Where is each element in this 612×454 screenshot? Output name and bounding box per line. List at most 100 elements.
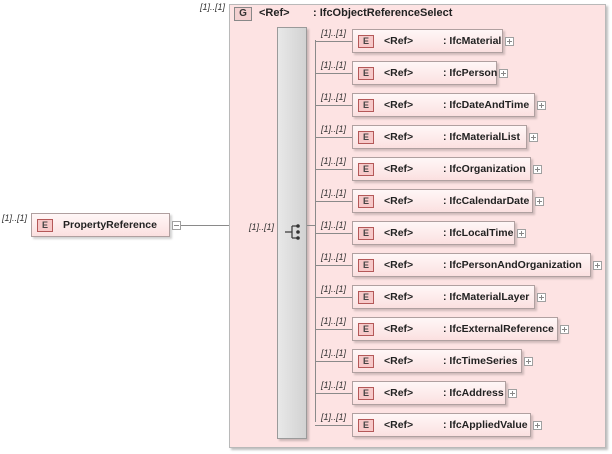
choice-icon (285, 224, 300, 240)
expand-icon[interactable] (593, 261, 602, 270)
branch-line (315, 233, 352, 234)
element-multiplicity: [1]..[1] (321, 220, 347, 230)
branch-line (315, 297, 352, 298)
branch-line (315, 41, 352, 42)
element-ref-label: <Ref> (384, 259, 414, 271)
element-badge-icon: E (358, 195, 374, 208)
element-ref-label: <Ref> (384, 387, 414, 399)
element-badge-icon: E (358, 387, 374, 400)
element-multiplicity: [1]..[1] (321, 60, 347, 70)
group-badge-icon: G (234, 7, 252, 21)
element-multiplicity: [1]..[1] (321, 124, 347, 134)
element-box[interactable]: E <Ref> : IfcExternalReference (352, 317, 558, 341)
expand-icon[interactable] (537, 101, 546, 110)
branch-line (315, 265, 352, 266)
element-type-label: : IfcMaterialList (443, 131, 521, 143)
element-multiplicity: [1]..[1] (321, 188, 347, 198)
root-element-property-reference[interactable]: E PropertyReference (31, 213, 170, 237)
group-type-label: : IfcObjectReferenceSelect (313, 7, 453, 19)
element-badge-icon: E (358, 163, 374, 176)
expand-icon[interactable] (529, 133, 538, 142)
element-ref-label: <Ref> (384, 323, 414, 335)
element-type-label: : IfcMaterial (443, 35, 502, 47)
branch-line (315, 393, 352, 394)
group-ref-label: <Ref> (259, 7, 290, 19)
expand-icon[interactable] (533, 165, 542, 174)
element-multiplicity: [1]..[1] (321, 284, 347, 294)
element-ref-label: <Ref> (384, 131, 414, 143)
element-ref-label: <Ref> (384, 419, 414, 431)
element-type-label: : IfcDateAndTime (443, 99, 530, 111)
element-box[interactable]: E <Ref> : IfcPersonAndOrganization (352, 253, 591, 277)
branch-line (315, 329, 352, 330)
element-badge-icon: E (358, 291, 374, 304)
element-box[interactable]: E <Ref> : IfcMaterial (352, 29, 503, 53)
element-type-label: : IfcExternalReference (443, 323, 554, 335)
element-badge-icon: E (358, 355, 374, 368)
element-multiplicity: [1]..[1] (321, 156, 347, 166)
element-type-label: : IfcOrganization (443, 163, 526, 175)
element-badge-icon: E (358, 99, 374, 112)
element-badge-icon: E (358, 35, 374, 48)
branch-line (315, 169, 352, 170)
element-ref-label: <Ref> (384, 99, 414, 111)
element-box[interactable]: E <Ref> : IfcPerson (352, 61, 497, 85)
element-type-label: : IfcMaterialLayer (443, 291, 530, 303)
element-type-label: : IfcCalendarDate (443, 195, 530, 207)
element-box[interactable]: E <Ref> : IfcMaterialList (352, 125, 527, 149)
element-badge-icon: E (358, 323, 374, 336)
element-badge-icon: E (358, 419, 374, 432)
element-ref-label: <Ref> (384, 67, 414, 79)
element-badge-icon: E (37, 219, 53, 232)
element-type-label: : IfcPerson (443, 67, 498, 79)
group-multiplicity: [1]..[1] (200, 2, 226, 12)
root-multiplicity: [1]..[1] (2, 213, 28, 223)
element-multiplicity: [1]..[1] (321, 92, 347, 102)
element-ref-label: <Ref> (384, 163, 414, 175)
expand-icon[interactable] (499, 69, 508, 78)
branch-line (315, 361, 352, 362)
root-element-label: PropertyReference (63, 219, 157, 231)
choice-branch-line (315, 40, 316, 422)
element-ref-label: <Ref> (384, 195, 414, 207)
element-badge-icon: E (358, 131, 374, 144)
branch-line (315, 105, 352, 106)
element-type-label: : IfcLocalTime (443, 227, 514, 239)
expand-icon[interactable] (535, 197, 544, 206)
element-box[interactable]: E <Ref> : IfcDateAndTime (352, 93, 535, 117)
element-box[interactable]: E <Ref> : IfcAppliedValue (352, 413, 531, 437)
choice-out-line (307, 225, 315, 226)
element-type-label: : IfcAppliedValue (443, 419, 528, 431)
expand-icon[interactable] (533, 421, 542, 430)
expand-icon[interactable] (505, 37, 514, 46)
element-box[interactable]: E<Ref>: IfcTimeSeries (352, 349, 522, 373)
element-box[interactable]: E <Ref> : IfcLocalTime (352, 221, 515, 245)
expand-icon[interactable] (517, 229, 526, 238)
expand-icon[interactable] (508, 389, 517, 398)
element-box[interactable]: E <Ref> : IfcCalendarDate (352, 189, 533, 213)
expand-icon[interactable] (560, 325, 569, 334)
element-multiplicity: [1]..[1] (321, 412, 347, 422)
element-multiplicity: [1]..[1] (321, 316, 347, 326)
element-badge-icon: E (358, 67, 374, 80)
element-ref-label: <Ref> (384, 227, 414, 239)
element-ref-label: <Ref> (384, 355, 414, 367)
branch-line (315, 73, 352, 74)
element-badge-icon: E (358, 259, 374, 272)
choice-multiplicity: [1]..[1] (249, 222, 275, 232)
element-box[interactable]: E <Ref> : IfcAddress (352, 381, 506, 405)
element-badge-icon: E (358, 227, 374, 240)
expand-icon[interactable] (537, 293, 546, 302)
branch-line (315, 425, 352, 426)
element-type-label: : IfcPersonAndOrganization (443, 259, 582, 271)
element-type-label: : IfcAddress (443, 387, 504, 399)
collapse-icon[interactable] (172, 221, 181, 230)
branch-line (315, 137, 352, 138)
element-ref-label: <Ref> (384, 35, 414, 47)
element-multiplicity: [1]..[1] (321, 28, 347, 38)
element-multiplicity: [1]..[1] (321, 348, 347, 358)
element-box[interactable]: E <Ref> : IfcOrganization (352, 157, 531, 181)
element-box[interactable]: E<Ref>: IfcMaterialLayer (352, 285, 535, 309)
expand-icon[interactable] (524, 357, 533, 366)
element-multiplicity: [1]..[1] (321, 252, 347, 262)
